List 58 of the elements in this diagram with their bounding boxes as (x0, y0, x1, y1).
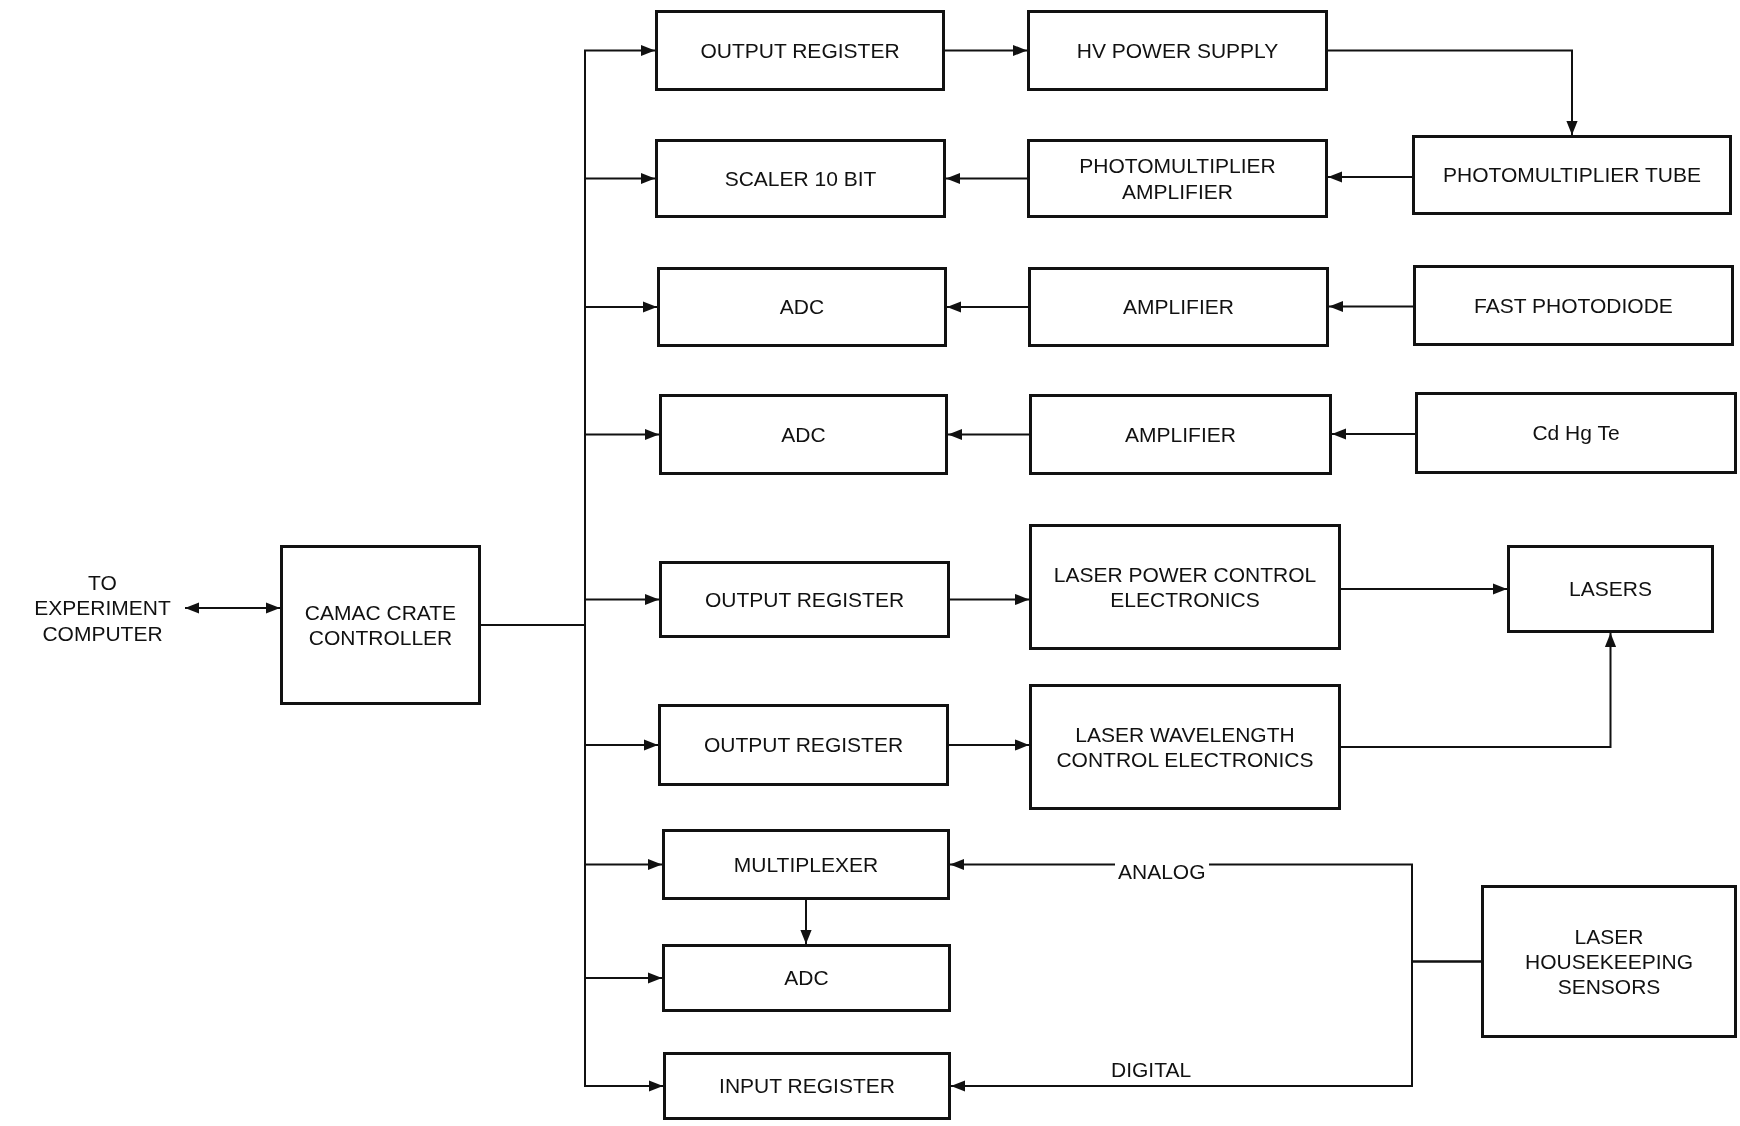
box-label: OUTPUT REGISTER (703, 586, 906, 613)
box-label: OUTPUT REGISTER (699, 37, 901, 64)
arrow (946, 301, 1029, 313)
box-label: Cd Hg Te (1531, 420, 1621, 447)
box-label: LASER HOUSEKEEPING SENSORS (1523, 923, 1694, 1001)
box-label: INPUT REGISTER (718, 1073, 896, 1100)
process-box (1415, 392, 1737, 474)
process-box (662, 829, 950, 900)
arrow (184, 602, 281, 614)
process-box (655, 10, 945, 91)
process-box (657, 267, 947, 347)
box-label: PHOTOMULTIPLIER AMPLIFIER (1078, 153, 1277, 205)
box-label: HV POWER SUPPLY (1075, 37, 1280, 64)
box-label: PHOTOMULTIPLIER TUBE (1442, 162, 1702, 189)
process-box (663, 1052, 951, 1120)
box-label: LASERS (1568, 576, 1653, 603)
box-label: SCALER 10 BIT (723, 165, 878, 192)
process-box (1481, 885, 1737, 1038)
arrow (1340, 632, 1617, 748)
arrow (1340, 583, 1508, 595)
box-label: ADC (780, 421, 827, 448)
box-label: MULTIPLEXER (732, 851, 880, 878)
box-label: OUTPUT REGISTER (702, 732, 905, 759)
arrow (944, 44, 1028, 57)
arrow (949, 593, 1030, 606)
box-label: ADC (783, 965, 830, 992)
process-box (1027, 139, 1328, 218)
process-box (659, 394, 948, 475)
arrow (1331, 428, 1416, 440)
arrow (1328, 300, 1414, 313)
box-label: LASER WAVELENGTH CONTROL ELECTRONICS (1055, 721, 1315, 773)
process-box (658, 704, 949, 786)
box-label: AMPLIFIER (1124, 421, 1237, 448)
process-box (1029, 524, 1341, 650)
process-box (659, 561, 950, 638)
arrow (950, 960, 1482, 1092)
box-label: ADC (778, 294, 826, 321)
process-box (1029, 394, 1332, 475)
arrow (947, 428, 1030, 441)
process-box (1028, 267, 1329, 347)
box-label: FAST PHOTODIODE (1473, 292, 1674, 319)
destination-label: TO EXPERIMENT COMPUTER (33, 570, 172, 647)
arrow (1327, 171, 1413, 183)
arrow (1327, 49, 1578, 136)
arrow (800, 899, 812, 945)
process-box (1412, 135, 1732, 215)
process-box (655, 139, 946, 218)
process-box (1029, 684, 1341, 810)
box-label: LASER POWER CONTROL ELECTRONICS (1052, 561, 1318, 613)
process-box (1413, 265, 1734, 346)
arrow (945, 172, 1028, 185)
process-box (662, 944, 951, 1012)
process-box (1507, 545, 1714, 633)
box-label: AMPLIFIER (1122, 294, 1235, 321)
box-label: CAMAC CRATE CONTROLLER (303, 599, 458, 651)
process-box (280, 545, 481, 705)
arrow (948, 739, 1030, 751)
process-box (1027, 10, 1328, 91)
